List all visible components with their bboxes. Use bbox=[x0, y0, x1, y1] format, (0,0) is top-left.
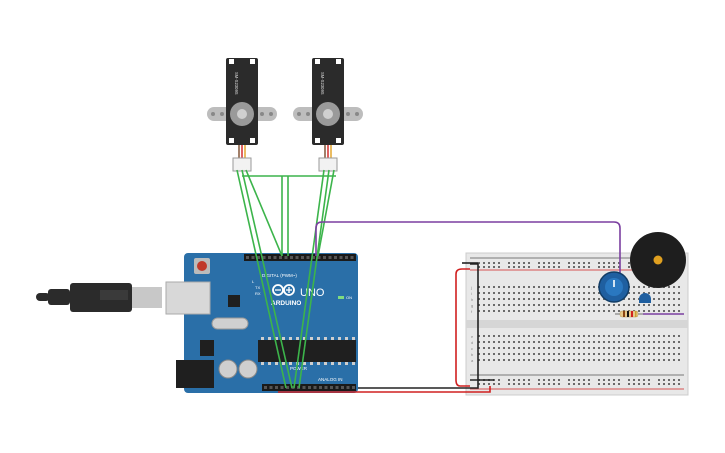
usb-b-port bbox=[165, 281, 211, 315]
capacitor-2 bbox=[238, 359, 258, 379]
servo-2-model-label: SM-S2309S bbox=[320, 72, 325, 95]
arduino-logo-icon bbox=[272, 284, 295, 296]
potentiometer[interactable] bbox=[598, 271, 630, 303]
crystal-oscillator bbox=[211, 317, 249, 330]
row-label: g bbox=[471, 303, 473, 308]
servo-1-connector[interactable] bbox=[232, 157, 252, 172]
usb-chip bbox=[228, 295, 240, 307]
wire-servo1-power[interactable] bbox=[241, 169, 293, 389]
on-led bbox=[338, 296, 344, 299]
servo-1-model-label: SM-S2309S bbox=[234, 72, 239, 95]
breadboard-row-labels: j i h g f e d c b a bbox=[470, 285, 474, 363]
wire-pot-signal[interactable] bbox=[315, 221, 621, 278]
servo-1[interactable]: SM-S2309S bbox=[207, 58, 277, 172]
row-label: b bbox=[471, 352, 474, 357]
servo-2-connector[interactable] bbox=[318, 157, 338, 172]
row-label: e bbox=[471, 334, 474, 339]
wire-ground-main[interactable] bbox=[358, 263, 479, 389]
analog-label: ANALOG IN bbox=[318, 377, 343, 382]
buzzer-center bbox=[653, 255, 663, 265]
servo-2[interactable]: SM-S2309S bbox=[293, 58, 363, 172]
arduino-uno-board[interactable]: ARDUINO UNO DIGITAL (PWM~) ANALOG IN POW… bbox=[165, 253, 358, 393]
power-jack bbox=[176, 360, 214, 388]
rx-label: RX bbox=[255, 291, 261, 296]
resistor[interactable] bbox=[615, 310, 643, 318]
wire-servo1-gnd[interactable] bbox=[236, 169, 287, 389]
row-label: c bbox=[471, 346, 473, 351]
capacitor-1 bbox=[218, 359, 238, 379]
on-label: ON bbox=[346, 295, 352, 300]
wire-servo2-signal[interactable] bbox=[317, 169, 335, 257]
l-label: L bbox=[252, 279, 255, 284]
header-holes bbox=[246, 256, 355, 389]
row-label: a bbox=[471, 358, 474, 363]
row-label: j bbox=[470, 285, 472, 290]
wire-servo1-signal[interactable] bbox=[245, 169, 283, 257]
servo-body bbox=[226, 58, 258, 145]
wire-5v-rail[interactable] bbox=[455, 268, 470, 387]
tx-label: TX bbox=[255, 285, 260, 290]
arduino-brand-text: ARDUINO bbox=[271, 300, 301, 307]
usb-plug-metal bbox=[132, 287, 162, 308]
breadboard-holes bbox=[478, 262, 680, 385]
row-label: f bbox=[471, 309, 473, 314]
atmega-pins bbox=[261, 337, 355, 365]
regulator bbox=[200, 340, 214, 356]
row-label: i bbox=[471, 291, 472, 296]
wire-5v-main[interactable] bbox=[278, 386, 491, 393]
digital-header[interactable] bbox=[244, 254, 356, 261]
row-label: h bbox=[471, 297, 473, 302]
wire-servo2-power[interactable] bbox=[298, 169, 330, 389]
power-label: POWER bbox=[290, 366, 308, 371]
row-label: d bbox=[471, 340, 473, 345]
led[interactable] bbox=[639, 293, 651, 303]
usb-strain-relief bbox=[48, 289, 70, 305]
wire-servo2-gnd[interactable] bbox=[293, 169, 325, 389]
digital-label: DIGITAL (PWM~) bbox=[262, 273, 297, 278]
piezo-buzzer[interactable] bbox=[630, 232, 686, 288]
usb-cable bbox=[36, 283, 162, 312]
led-body bbox=[639, 293, 651, 303]
atmega-chip bbox=[258, 340, 356, 362]
breadboard-center-channel bbox=[466, 320, 688, 328]
servo-body bbox=[312, 58, 344, 145]
usb-cable-end bbox=[36, 293, 50, 301]
wires bbox=[236, 169, 684, 393]
